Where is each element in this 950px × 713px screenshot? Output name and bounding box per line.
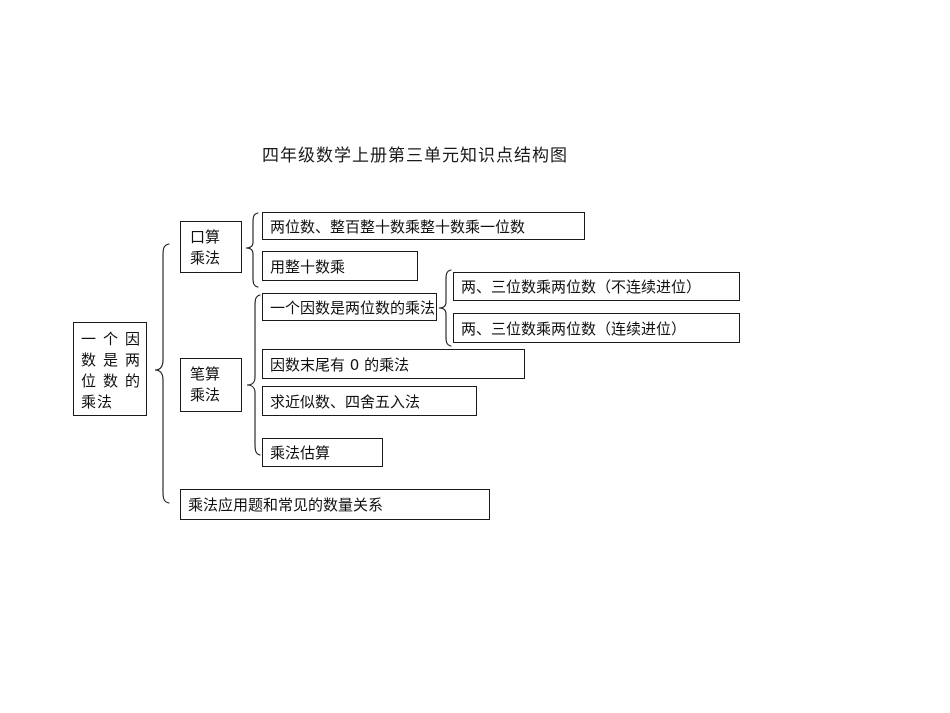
node-label: 两位数、整百整十数乘整十数乘一位数 <box>270 217 526 236</box>
node-application-problems: 乘法应用题和常见的数量关系 <box>180 489 490 520</box>
node-oral-child-multiply-by-tens: 用整十数乘 <box>262 251 418 281</box>
node-written-child-estimation: 乘法估算 <box>262 438 383 467</box>
node-oral-child-two-digit-times-one-digit: 两位数、整百整十数乘整十数乘一位数 <box>262 212 585 240</box>
node-label: 求近似数、四舍五入法 <box>270 392 421 411</box>
page-title: 四年级数学上册第三单元知识点结构图 <box>262 146 568 166</box>
two-digit-factor-brace <box>438 269 452 347</box>
node-written-child-trailing-zero: 因数末尾有 0 的乘法 <box>262 349 525 379</box>
written-label-line-1: 笔算 <box>190 365 221 383</box>
node-noncontinuous-carry: 两、三位数乘两位数（不连续进位） <box>453 272 740 301</box>
root-line-3: 位数的 <box>81 372 148 390</box>
node-label: 因数末尾有 0 的乘法 <box>270 355 410 374</box>
node-label: 乘法估算 <box>270 444 331 462</box>
node-label: 乘法应用题和常见的数量关系 <box>188 496 384 514</box>
node-root-two-digit-factor-multiplication: 一个因 数是两 位数的 乘法 <box>73 322 147 416</box>
root-line-2: 数是两 <box>81 351 148 369</box>
node-label: 用整十数乘 <box>270 257 346 276</box>
root-brace <box>154 243 170 504</box>
oral-label-line-1: 口算 <box>190 228 221 246</box>
node-written-multiplication: 笔算 乘法 <box>180 358 242 412</box>
oral-label-line-2: 乘法 <box>190 249 221 267</box>
root-line-1: 一个因 <box>81 330 148 348</box>
node-continuous-carry: 两、三位数乘两位数（连续进位） <box>453 313 740 343</box>
node-written-child-rounding: 求近似数、四舍五入法 <box>262 386 477 416</box>
node-label: 两、三位数乘两位数（不连续进位） <box>461 278 702 296</box>
written-brace <box>246 294 261 456</box>
node-label: 两、三位数乘两位数（连续进位） <box>461 319 687 338</box>
node-label: 一个因数是两位数的乘法 <box>270 298 436 317</box>
node-written-child-two-digit-factor: 一个因数是两位数的乘法 <box>262 293 437 321</box>
root-line-4: 乘法 <box>81 393 114 411</box>
written-label-line-2: 乘法 <box>190 386 221 404</box>
node-oral-multiplication: 口算 乘法 <box>180 221 242 273</box>
oral-brace <box>245 212 259 288</box>
